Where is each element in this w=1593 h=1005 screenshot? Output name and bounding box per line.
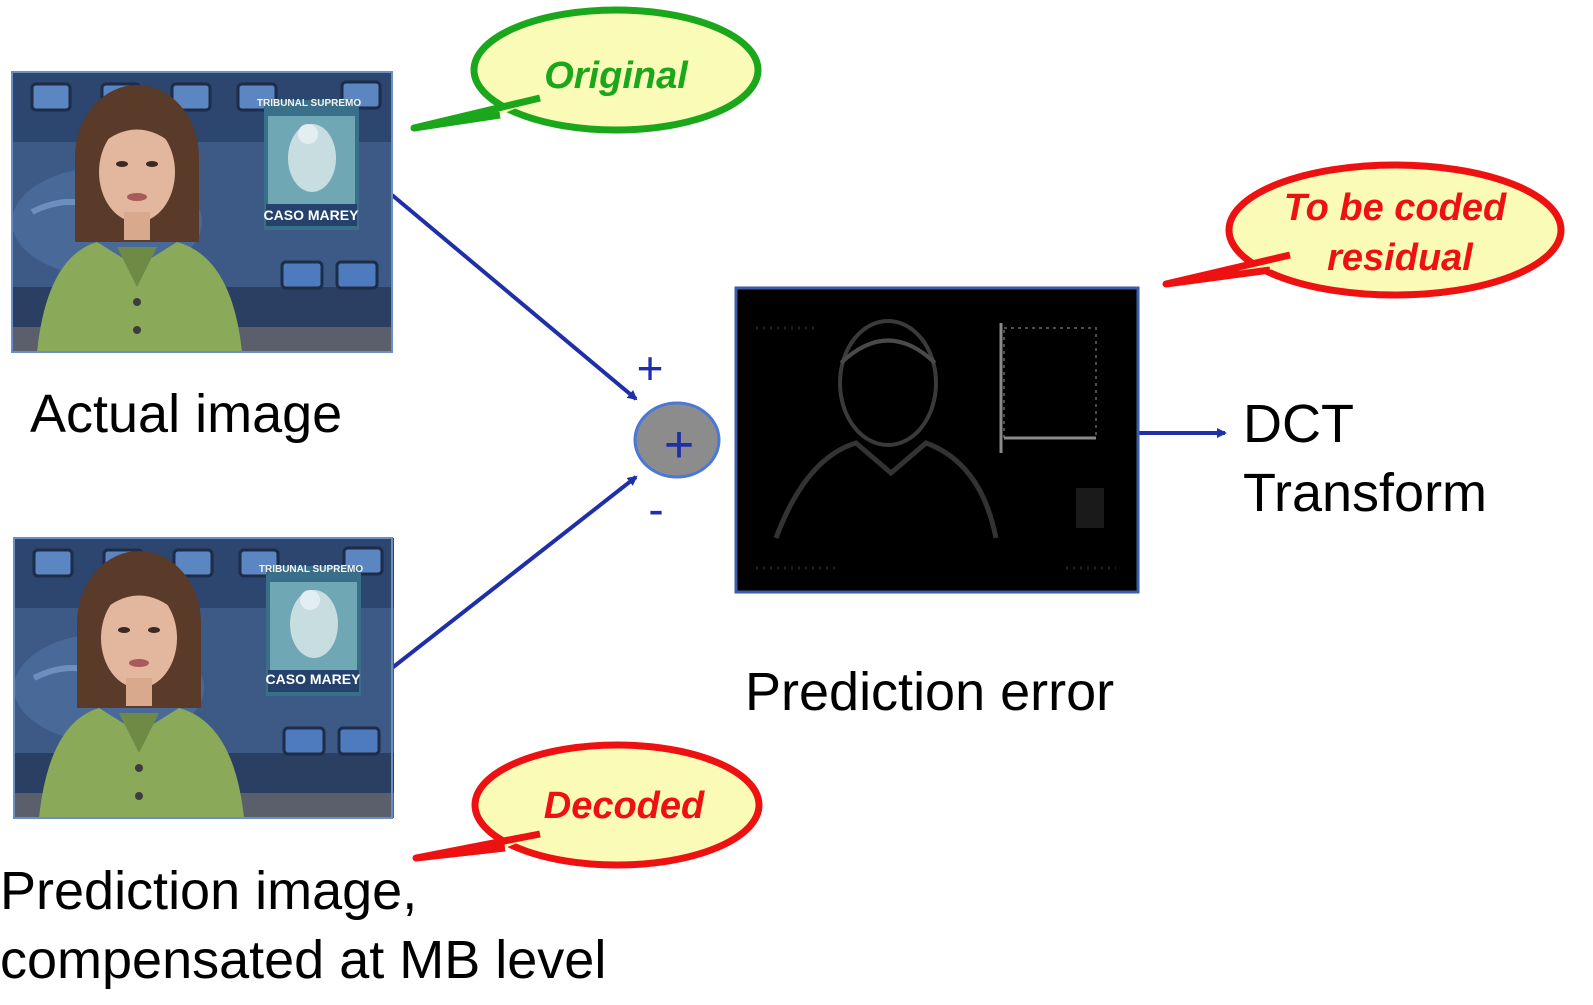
prediction-error-label: Prediction error	[745, 662, 1115, 722]
inset-caption-bottom: CASO MAREY	[264, 207, 360, 223]
prediction-image-label-line1: Prediction image,	[0, 861, 418, 921]
residual-callout-line2: residual	[1327, 237, 1474, 279]
prediction-image-label: Prediction image, compensated at MB leve…	[0, 857, 606, 995]
summing-node-symbol: +	[664, 416, 694, 474]
inset-caption-top: TRIBUNAL SUPREMO	[259, 564, 363, 575]
summing-node	[633, 401, 721, 479]
inset-caption-bottom: CASO MAREY	[266, 671, 362, 687]
prediction-to-sum-arrow	[390, 475, 638, 670]
minus-input-sign: -	[648, 483, 663, 535]
prediction-image: TRIBUNAL SUPREMO CASO MAREY	[14, 538, 394, 818]
dct-transform-label: DCT Transform	[1243, 390, 1487, 528]
decoded-callout: Decoded	[412, 741, 763, 869]
actual-to-sum-arrow	[390, 193, 638, 401]
plus-input-sign: +	[637, 342, 664, 394]
prediction-error-image	[734, 286, 1140, 594]
actual-image-label: Actual image	[30, 384, 343, 444]
original-callout-text: Original	[544, 55, 689, 97]
prediction-image-label-line2: compensated at MB level	[0, 930, 607, 991]
residual-callout-line1: To be coded	[1284, 187, 1507, 229]
dct-label-line2: Transform	[1243, 463, 1488, 524]
residual-callout: To be coded residual	[1162, 161, 1565, 299]
dct-label-line1: DCT	[1243, 394, 1354, 454]
actual-image: TRIBUNAL SUPREMO CASO MAREY	[12, 72, 392, 352]
original-callout: Original	[410, 6, 762, 134]
inset-caption-top: TRIBUNAL SUPREMO	[257, 98, 361, 109]
decoded-callout-text: Decoded	[544, 785, 705, 827]
